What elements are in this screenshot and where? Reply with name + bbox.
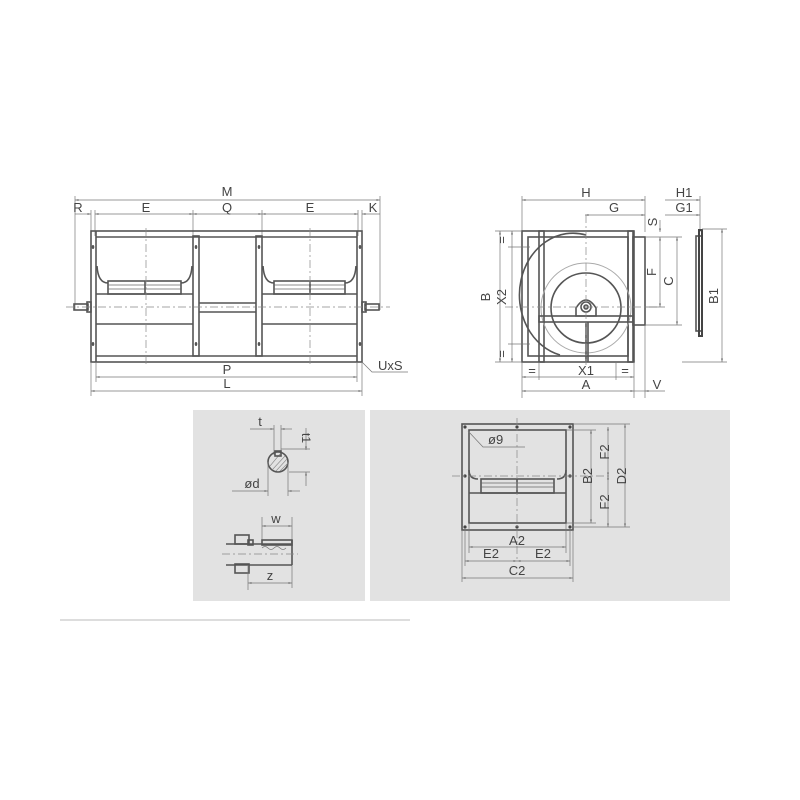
dim-label-eq-top: = (494, 236, 509, 244)
dim-label-D2: D2 (614, 468, 629, 485)
dim-label-H: H (581, 185, 590, 200)
dim-label-A: A (582, 377, 591, 392)
dim-label-X2: X2 (494, 289, 509, 305)
dim-label-B1: B1 (706, 288, 721, 304)
dim-label-w: w (270, 511, 281, 526)
dim-label-t: t (258, 414, 262, 429)
dim-label-UxS: UxS (378, 358, 403, 373)
dim-label-eq-right: = (621, 363, 629, 378)
dim-label-X1: X1 (578, 363, 594, 378)
dim-label-M: M (222, 184, 233, 199)
dim-label-F2-top: F2 (597, 444, 612, 459)
dim-label-C2: C2 (509, 563, 526, 578)
outlet-flange-view: ø9 B2 F2 F2 D2 A2 E2 E2 C2 (452, 418, 630, 582)
dim-label-hole-diameter: ø9 (488, 432, 503, 447)
dim-label-A2: A2 (509, 533, 525, 548)
dim-label-V: V (653, 377, 662, 392)
dim-label-L: L (223, 376, 230, 391)
shaft-detail-panel (193, 410, 365, 601)
dim-label-E-left: E (142, 200, 151, 215)
dim-label-eq-bottom: = (494, 350, 509, 358)
dim-label-H1: H1 (676, 185, 693, 200)
dim-label-t1: t1 (299, 433, 313, 443)
dim-label-F: F (644, 268, 659, 276)
dim-label-B2: B2 (580, 468, 595, 484)
shaft-detail: t t1 ød w z (222, 414, 313, 590)
dim-label-F2-bottom: F2 (597, 494, 612, 509)
dim-label-E2-right: E2 (535, 546, 551, 561)
dim-label-E2-left: E2 (483, 546, 499, 561)
dim-label-Q: Q (222, 200, 232, 215)
dim-label-G1: G1 (675, 200, 692, 215)
dim-label-z: z (267, 568, 274, 583)
front-view: M R E Q E K (66, 184, 408, 396)
dim-label-R: R (73, 200, 82, 215)
side-view: H G H1 G1 S B X2 = (478, 185, 727, 398)
dim-label-d: ød (244, 476, 259, 491)
dim-label-B: B (478, 293, 493, 302)
dim-label-eq-left: = (528, 363, 536, 378)
dim-label-P: P (223, 362, 232, 377)
dim-label-S: S (645, 217, 660, 226)
dim-label-K: K (369, 200, 378, 215)
dim-label-E-right: E (306, 200, 315, 215)
outlet-flange-panel (370, 410, 730, 601)
dim-label-C: C (661, 276, 676, 285)
dim-label-G: G (609, 200, 619, 215)
